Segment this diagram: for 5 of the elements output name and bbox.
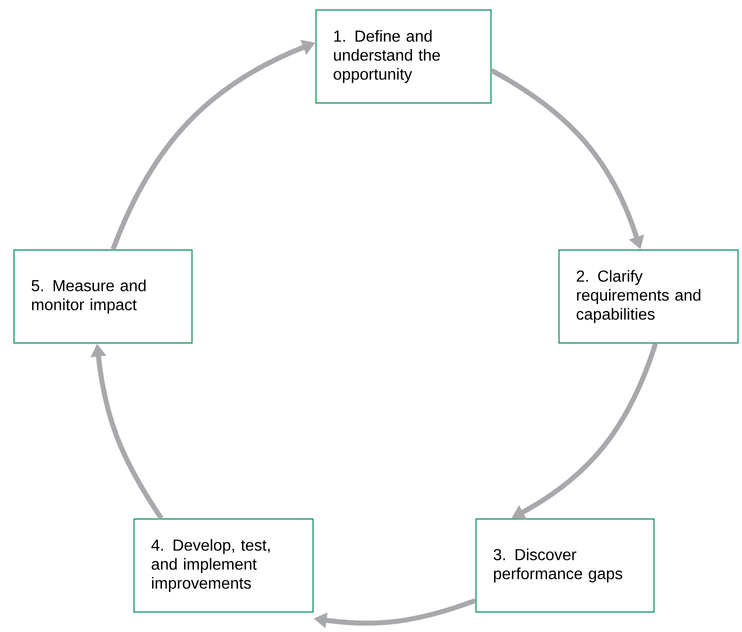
step-box: 4. Develop, test, and implement improvements — [133, 518, 314, 613]
step-box: 1. Define and understand the opportunity — [315, 9, 492, 104]
step-box: 3. Discover performance gaps — [475, 518, 655, 613]
step-box: 2. Clarify requirements and capabilities — [558, 249, 739, 344]
step-box: 5. Measure and monitor impact — [13, 249, 193, 344]
